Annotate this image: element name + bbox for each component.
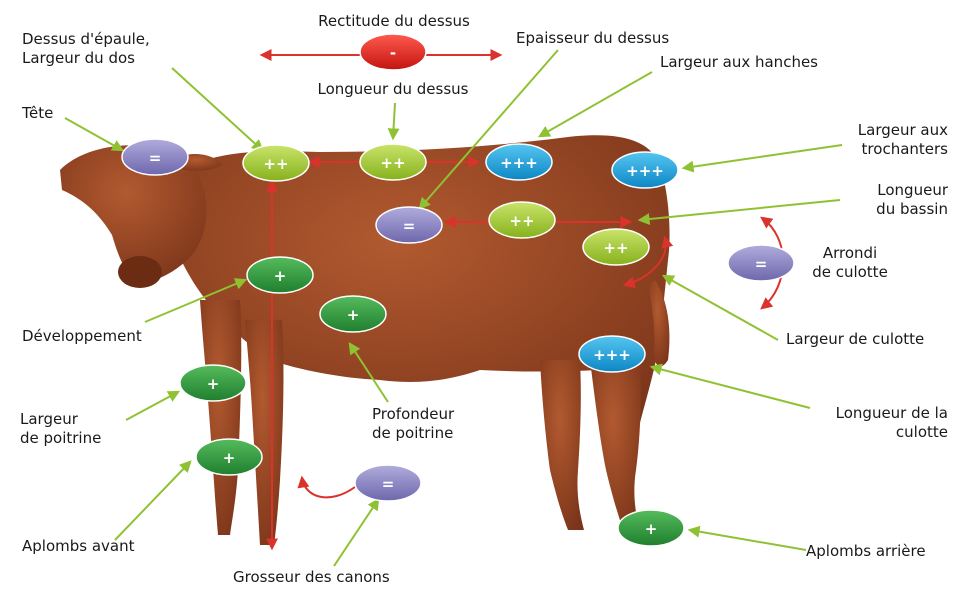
longueur-bassin-badge: ++ bbox=[489, 202, 555, 238]
svg-text:++: ++ bbox=[263, 155, 288, 173]
label-longueur-bassin: Longueur du bassin bbox=[790, 181, 948, 219]
svg-text:+: + bbox=[645, 520, 658, 538]
leader-largeur-poitrine bbox=[126, 392, 178, 420]
svg-text:++: ++ bbox=[603, 239, 628, 257]
svg-text:=: = bbox=[403, 217, 416, 235]
leader-largeur-hanches bbox=[540, 72, 652, 136]
label-line: du bassin bbox=[790, 200, 948, 219]
leader-tete bbox=[65, 118, 122, 150]
grosseur-canons-badge: = bbox=[355, 465, 421, 501]
label-largeur-hanches: Largeur aux hanches bbox=[660, 53, 818, 72]
label-aplombs-avant: Aplombs avant bbox=[22, 537, 135, 556]
label-line: trochanters bbox=[790, 140, 948, 159]
svg-text:++: ++ bbox=[380, 154, 405, 172]
developpement-badge: + bbox=[247, 257, 313, 293]
largeur-trochanters-badge: +++ bbox=[612, 152, 678, 188]
svg-text:+: + bbox=[347, 306, 360, 324]
label-line: de poitrine bbox=[372, 424, 454, 443]
label-line: Largeur du dos bbox=[22, 49, 150, 68]
label-line: Aplombs avant bbox=[22, 537, 135, 556]
leader-aplombs-avant bbox=[115, 462, 190, 540]
label-aplombs-arriere: Aplombs arrière bbox=[806, 542, 926, 561]
label-line: culotte bbox=[790, 423, 948, 442]
leader-longueur-culotte bbox=[652, 367, 810, 408]
label-line: de poitrine bbox=[20, 429, 101, 448]
svg-text:+++: +++ bbox=[626, 162, 664, 180]
title-text: Rectitude du dessus bbox=[283, 12, 505, 31]
leader-largeur-culotte bbox=[664, 276, 778, 340]
svg-text:+++: +++ bbox=[593, 346, 631, 364]
label-line: Largeur bbox=[20, 410, 101, 429]
leader-grosseur-canons bbox=[334, 500, 378, 566]
label-line: Profondeur bbox=[372, 405, 454, 424]
label-grosseur-canons: Grosseur des canons bbox=[233, 568, 390, 587]
label-line: Longueur du dessus bbox=[282, 80, 504, 99]
label-tete: Tête bbox=[22, 104, 53, 123]
svg-text:+++: +++ bbox=[500, 154, 538, 172]
svg-text:=: = bbox=[382, 475, 395, 493]
label-line: Arrondi bbox=[795, 244, 905, 263]
label-largeur-trochanters: Largeur aux trochanters bbox=[790, 121, 948, 159]
aplombs-arriere-badge: + bbox=[618, 510, 684, 546]
label-line: Dessus d'épaule, bbox=[22, 30, 150, 49]
label-line: Développement bbox=[22, 327, 142, 346]
label-line: Longueur de la bbox=[790, 404, 948, 423]
label-line: Longueur bbox=[790, 181, 948, 200]
label-line: de culotte bbox=[795, 263, 905, 282]
label-line: Tête bbox=[22, 104, 53, 123]
aplombs-avant-badge: + bbox=[196, 439, 262, 475]
label-largeur-culotte: Largeur de culotte bbox=[786, 330, 924, 349]
leader-longueur-dessus bbox=[393, 103, 395, 138]
longueur-dessus-badge: ++ bbox=[360, 144, 426, 180]
arrondi-badge: = bbox=[728, 245, 794, 281]
label-line: Largeur aux bbox=[790, 121, 948, 140]
label-line: Epaisseur du dessus bbox=[516, 29, 669, 48]
label-longueur-culotte: Longueur de la culotte bbox=[790, 404, 948, 442]
label-profondeur: Profondeur de poitrine bbox=[372, 405, 454, 443]
leader-dessus-epaule bbox=[172, 68, 262, 150]
svg-text:++: ++ bbox=[509, 212, 534, 230]
label-largeur-poitrine: Largeur de poitrine bbox=[20, 410, 101, 448]
svg-text:+: + bbox=[207, 375, 220, 393]
svg-text:=: = bbox=[755, 255, 768, 273]
label-developpement: Développement bbox=[22, 327, 142, 346]
label-arrondi: Arrondi de culotte bbox=[795, 244, 905, 282]
label-longueur-dessus: Longueur du dessus bbox=[282, 80, 504, 99]
profondeur-badge: + bbox=[320, 296, 386, 332]
canons-curve-arrow bbox=[302, 478, 355, 497]
rectitude-badge: - bbox=[360, 34, 426, 70]
largeur-culotte-badge: ++ bbox=[583, 229, 649, 265]
label-line: Largeur aux hanches bbox=[660, 53, 818, 72]
label-line: Largeur de culotte bbox=[786, 330, 924, 349]
svg-text:-: - bbox=[390, 44, 396, 62]
svg-text:+: + bbox=[223, 449, 236, 467]
svg-text:+: + bbox=[274, 267, 287, 285]
largeur-poitrine-badge: + bbox=[180, 365, 246, 401]
label-epaisseur: Epaisseur du dessus bbox=[516, 29, 669, 48]
tete-badge: = bbox=[122, 139, 188, 175]
label-line: Aplombs arrière bbox=[806, 542, 926, 561]
title-rectitude: Rectitude du dessus bbox=[283, 12, 505, 31]
largeur-hanches-badge: +++ bbox=[486, 144, 552, 180]
label-line: Grosseur des canons bbox=[233, 568, 390, 587]
dessus-epaule-badge: ++ bbox=[243, 145, 309, 181]
epaisseur-badge: = bbox=[376, 207, 442, 243]
label-dessus-epaule: Dessus d'épaule, Largeur du dos bbox=[22, 30, 150, 68]
svg-text:=: = bbox=[149, 149, 162, 167]
leader-aplombs-arriere bbox=[690, 530, 806, 550]
longueur-culotte-badge: +++ bbox=[579, 336, 645, 372]
